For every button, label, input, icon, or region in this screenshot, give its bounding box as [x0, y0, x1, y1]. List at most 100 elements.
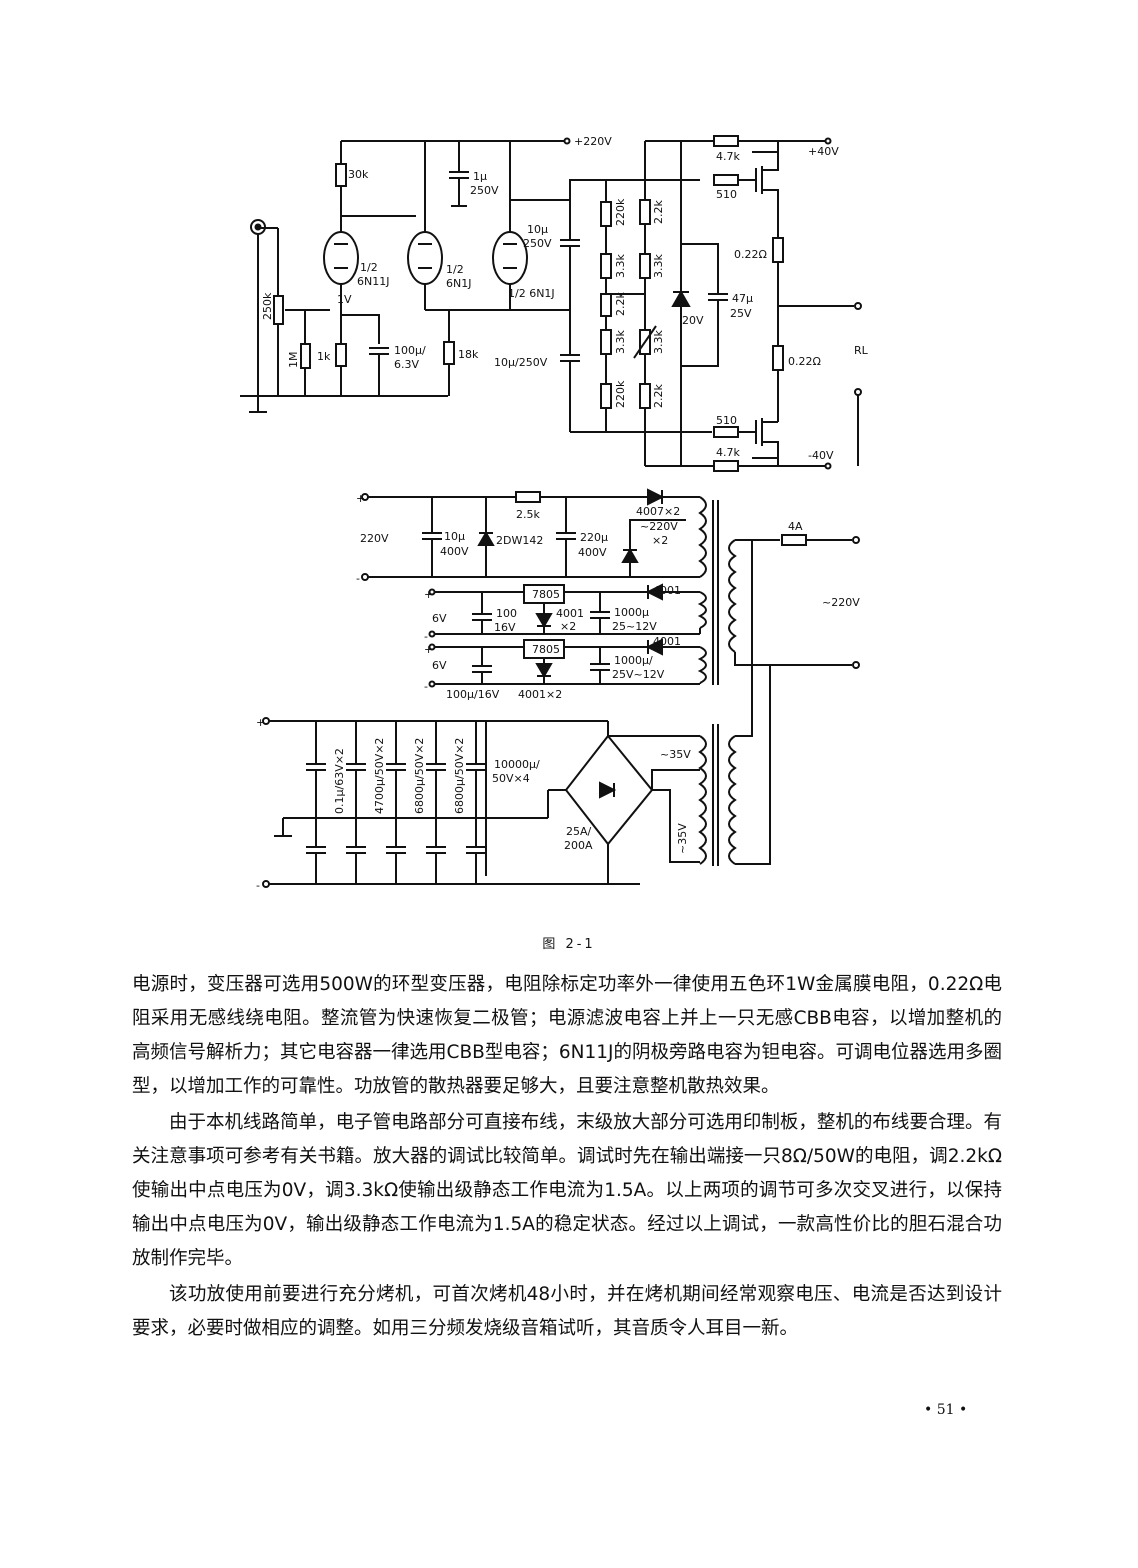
label-10000u-v: 50V×4: [492, 772, 530, 785]
label-6800u-b: 6800μ/50V×2: [453, 738, 466, 814]
resistor-30k: [335, 163, 347, 187]
label-100u: 100μ/: [394, 344, 426, 357]
label-hv-plus: +: [356, 492, 365, 505]
label-m40v: -40V: [808, 449, 834, 462]
label-1m: 1M: [287, 352, 300, 369]
transformer-primary-coil: [698, 496, 707, 578]
resistor-1m: [300, 343, 311, 369]
label-10u-400-v: 400V: [440, 545, 469, 558]
resistor-18k: [443, 341, 455, 365]
resistor-510-top: [713, 174, 739, 186]
label-220k-2: 220k: [614, 380, 627, 408]
label-01u: 0.1μ/63V×2: [333, 748, 346, 814]
label-200a: 200A: [564, 839, 593, 852]
label-p40v: +40V: [808, 145, 839, 158]
tube-3: [492, 231, 528, 285]
label-6v1-plus: +: [424, 588, 433, 601]
label-tube2b: 6N1J: [446, 277, 471, 290]
label-510-bot: 510: [716, 414, 737, 427]
circuit-schematic: 250k 1M 30k 1/2 6N11J 1V 1k 100μ/ 6.3V +…: [240, 135, 869, 892]
paragraph-1: 电源时，变压器可选用500W的环型变压器，电阻除标定功率外一律使用五色环1W金属…: [132, 974, 1002, 1097]
filter-cap-column-1: [306, 721, 326, 884]
label-6800u-a: 6800μ/50V×2: [413, 738, 426, 814]
label-1u-v: 250V: [470, 184, 499, 197]
label-2k2-3: 2.2k: [652, 384, 665, 408]
label-100-16: 100: [496, 607, 517, 620]
paragraph-2: 由于本机线路简单，电子管电路部分可直接布线，末级放大部分可选用印制板，整机的布线…: [132, 1112, 1002, 1269]
label-47u: 47μ: [732, 292, 753, 305]
label-2dw142: 2DW142: [496, 534, 543, 547]
filter-cap-column-2: [346, 721, 366, 884]
label-022-2: 0.22Ω: [788, 355, 821, 368]
label-10u-400: 10μ: [444, 530, 465, 543]
label-100-16-v: 16V: [494, 621, 516, 634]
resistor-022-1: [772, 237, 784, 263]
label-220u-v: 400V: [578, 546, 607, 559]
potentiometer-250k: [273, 295, 284, 325]
resistor-220k-1: [600, 201, 612, 227]
label-022-1: 0.22Ω: [734, 248, 767, 261]
figure-caption: 图 2-1: [542, 937, 596, 952]
label-pot-250k: 250k: [261, 292, 274, 320]
label-x2: ×2: [652, 534, 668, 547]
label-2k5: 2.5k: [516, 508, 540, 521]
label-220u: 220μ: [580, 531, 608, 544]
label-100u-16v: 100μ/16V: [446, 688, 500, 701]
filter-cap-column-4: [426, 721, 446, 884]
label-4001x2: 4001: [556, 607, 584, 620]
resistor-2k5: [515, 491, 541, 503]
pot-2k2-1: [600, 293, 612, 317]
label-6v2-plus: +: [424, 643, 433, 656]
label-4007: 4007×2: [636, 505, 680, 518]
label-20v: 20V: [682, 314, 704, 327]
label-1000u: 1000μ: [614, 606, 649, 619]
label-6v1-minus: -: [424, 630, 428, 643]
label-40v-plus: +: [256, 716, 265, 729]
label-6v2: 6V: [432, 659, 447, 672]
resistor-2k2-2: [639, 199, 651, 225]
resistor-4k7-bot: [713, 460, 739, 472]
label-ac220x2: ~220V: [640, 520, 678, 533]
label-rl: RL: [854, 344, 869, 357]
label-4k7-bot: 4.7k: [716, 446, 740, 459]
label-tube1a: 1/2: [360, 261, 378, 274]
label-4700u: 4700μ/50V×2: [373, 738, 386, 814]
label-3k3-4: 3.3k: [652, 330, 665, 354]
label-10u-bot: 10μ/250V: [494, 356, 548, 369]
label-40v-minus: -: [256, 879, 260, 892]
label-220k-1: 220k: [614, 198, 627, 226]
label-4k7-top: 4.7k: [716, 150, 740, 163]
resistor-4k7-top: [713, 135, 739, 147]
label-1000u-2: 1000μ/: [614, 654, 653, 667]
resistor-3k3-1: [600, 253, 612, 279]
label-3k3-2: 3.3k: [614, 330, 627, 354]
label-7805-1: 7805: [532, 588, 560, 601]
resistor-1k: [335, 343, 347, 367]
label-4001x2-2: 4001×2: [518, 688, 562, 701]
tube-2: [407, 231, 443, 285]
label-6v2-minus: -: [424, 680, 428, 693]
label-1u: 1μ: [473, 170, 487, 183]
label-hv-minus: -: [356, 572, 360, 585]
page-number: • 51 •: [924, 1402, 968, 1418]
label-2k2-2: 2.2k: [652, 200, 665, 224]
label-47u-v: 25V: [730, 307, 752, 320]
fuse-4a: [781, 534, 807, 546]
label-1000u-2-v: 25V~12V: [612, 668, 665, 681]
resistor-3k3-3: [639, 253, 651, 279]
label-3k3-1: 3.3k: [614, 254, 627, 278]
label-4001-2: 4001: [653, 635, 681, 648]
label-mains: ~220V: [822, 596, 860, 609]
label-10u-top-v: 250V: [523, 237, 552, 250]
label-510-top: 510: [716, 188, 737, 201]
label-2k2-1: 2.2k: [614, 292, 627, 316]
resistor-510-bot: [713, 426, 739, 438]
label-6v1: 6V: [432, 612, 447, 625]
label-tube1b: 6N11J: [357, 275, 389, 288]
label-35v-1: ~35V: [660, 748, 691, 761]
resistor-2k2-3: [639, 383, 651, 409]
transformer-35v-coil: [698, 735, 707, 865]
label-1v: 1V: [337, 293, 352, 306]
label-tube3: 1/2 6N1J: [508, 287, 555, 300]
label-tube2a: 1/2: [446, 263, 464, 276]
